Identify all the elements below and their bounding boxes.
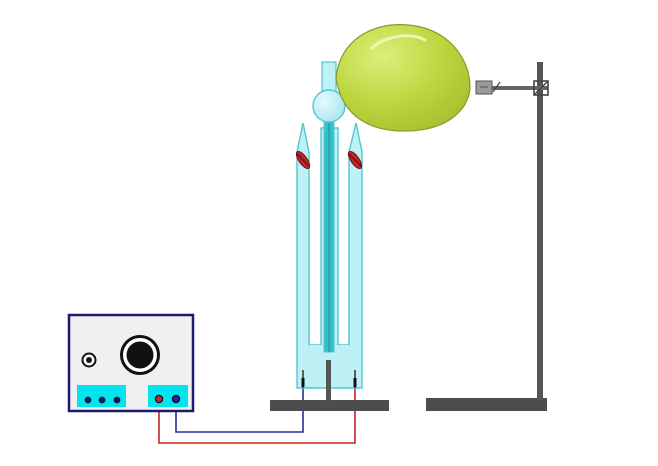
- reservoir-stem: [321, 61, 337, 95]
- negative-terminal[interactable]: [171, 394, 181, 404]
- right-stopcock-icon[interactable]: [346, 150, 364, 171]
- stand-base: [426, 398, 547, 411]
- support-rod: [326, 360, 331, 401]
- right-terminal-strip: [148, 385, 188, 407]
- stand-rod: [537, 62, 543, 400]
- left-electrode: [301, 370, 305, 388]
- balloon: [335, 24, 471, 132]
- hofmann-apparatus: [294, 61, 364, 401]
- apparatus-base: [270, 400, 389, 411]
- power-supply: [67, 313, 195, 413]
- left-stopcock-icon[interactable]: [294, 150, 312, 171]
- right-electrode: [353, 370, 357, 388]
- knob-icon[interactable]: [120, 335, 160, 375]
- left-terminal-strip: [77, 385, 126, 407]
- ring-stand: [426, 62, 549, 411]
- clamp-icon: [475, 80, 549, 96]
- positive-terminal[interactable]: [154, 394, 164, 404]
- positive-wire: [158, 384, 356, 444]
- reservoir-bulb: [312, 89, 346, 123]
- balloon-icon: [335, 24, 471, 132]
